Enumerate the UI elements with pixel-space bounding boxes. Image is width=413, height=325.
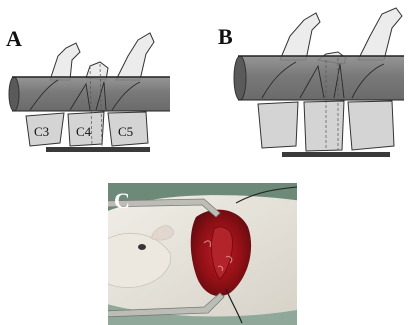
panel-label-b: B: [218, 26, 233, 48]
vertebra-label-c3: C3: [34, 124, 49, 139]
surgical-photo: [108, 183, 297, 325]
cylinder-bar-a: [14, 77, 170, 111]
vertebra-label-c4: C4: [76, 124, 92, 139]
panel-label-a: A: [6, 28, 22, 50]
process-c5: [116, 33, 154, 80]
vertebra-label-c5: C5: [118, 124, 133, 139]
vertebra-b1: [258, 102, 298, 148]
base-plate-a: [46, 147, 150, 152]
spinal-diagrams: C3 C4 C5: [0, 0, 413, 183]
panel-label-c: C: [114, 190, 130, 212]
panel-b-diagram: [234, 8, 404, 157]
process-b3: [358, 8, 402, 60]
rat-eye-icon: [138, 244, 146, 250]
cylinder-end-a: [9, 77, 19, 111]
process-c3: [50, 43, 80, 80]
process-b1: [280, 13, 320, 60]
vertebra-b3: [348, 101, 394, 150]
cylinder-end-b: [234, 56, 246, 100]
base-plate-b: [282, 152, 390, 157]
surgical-photo-art: [108, 183, 297, 325]
